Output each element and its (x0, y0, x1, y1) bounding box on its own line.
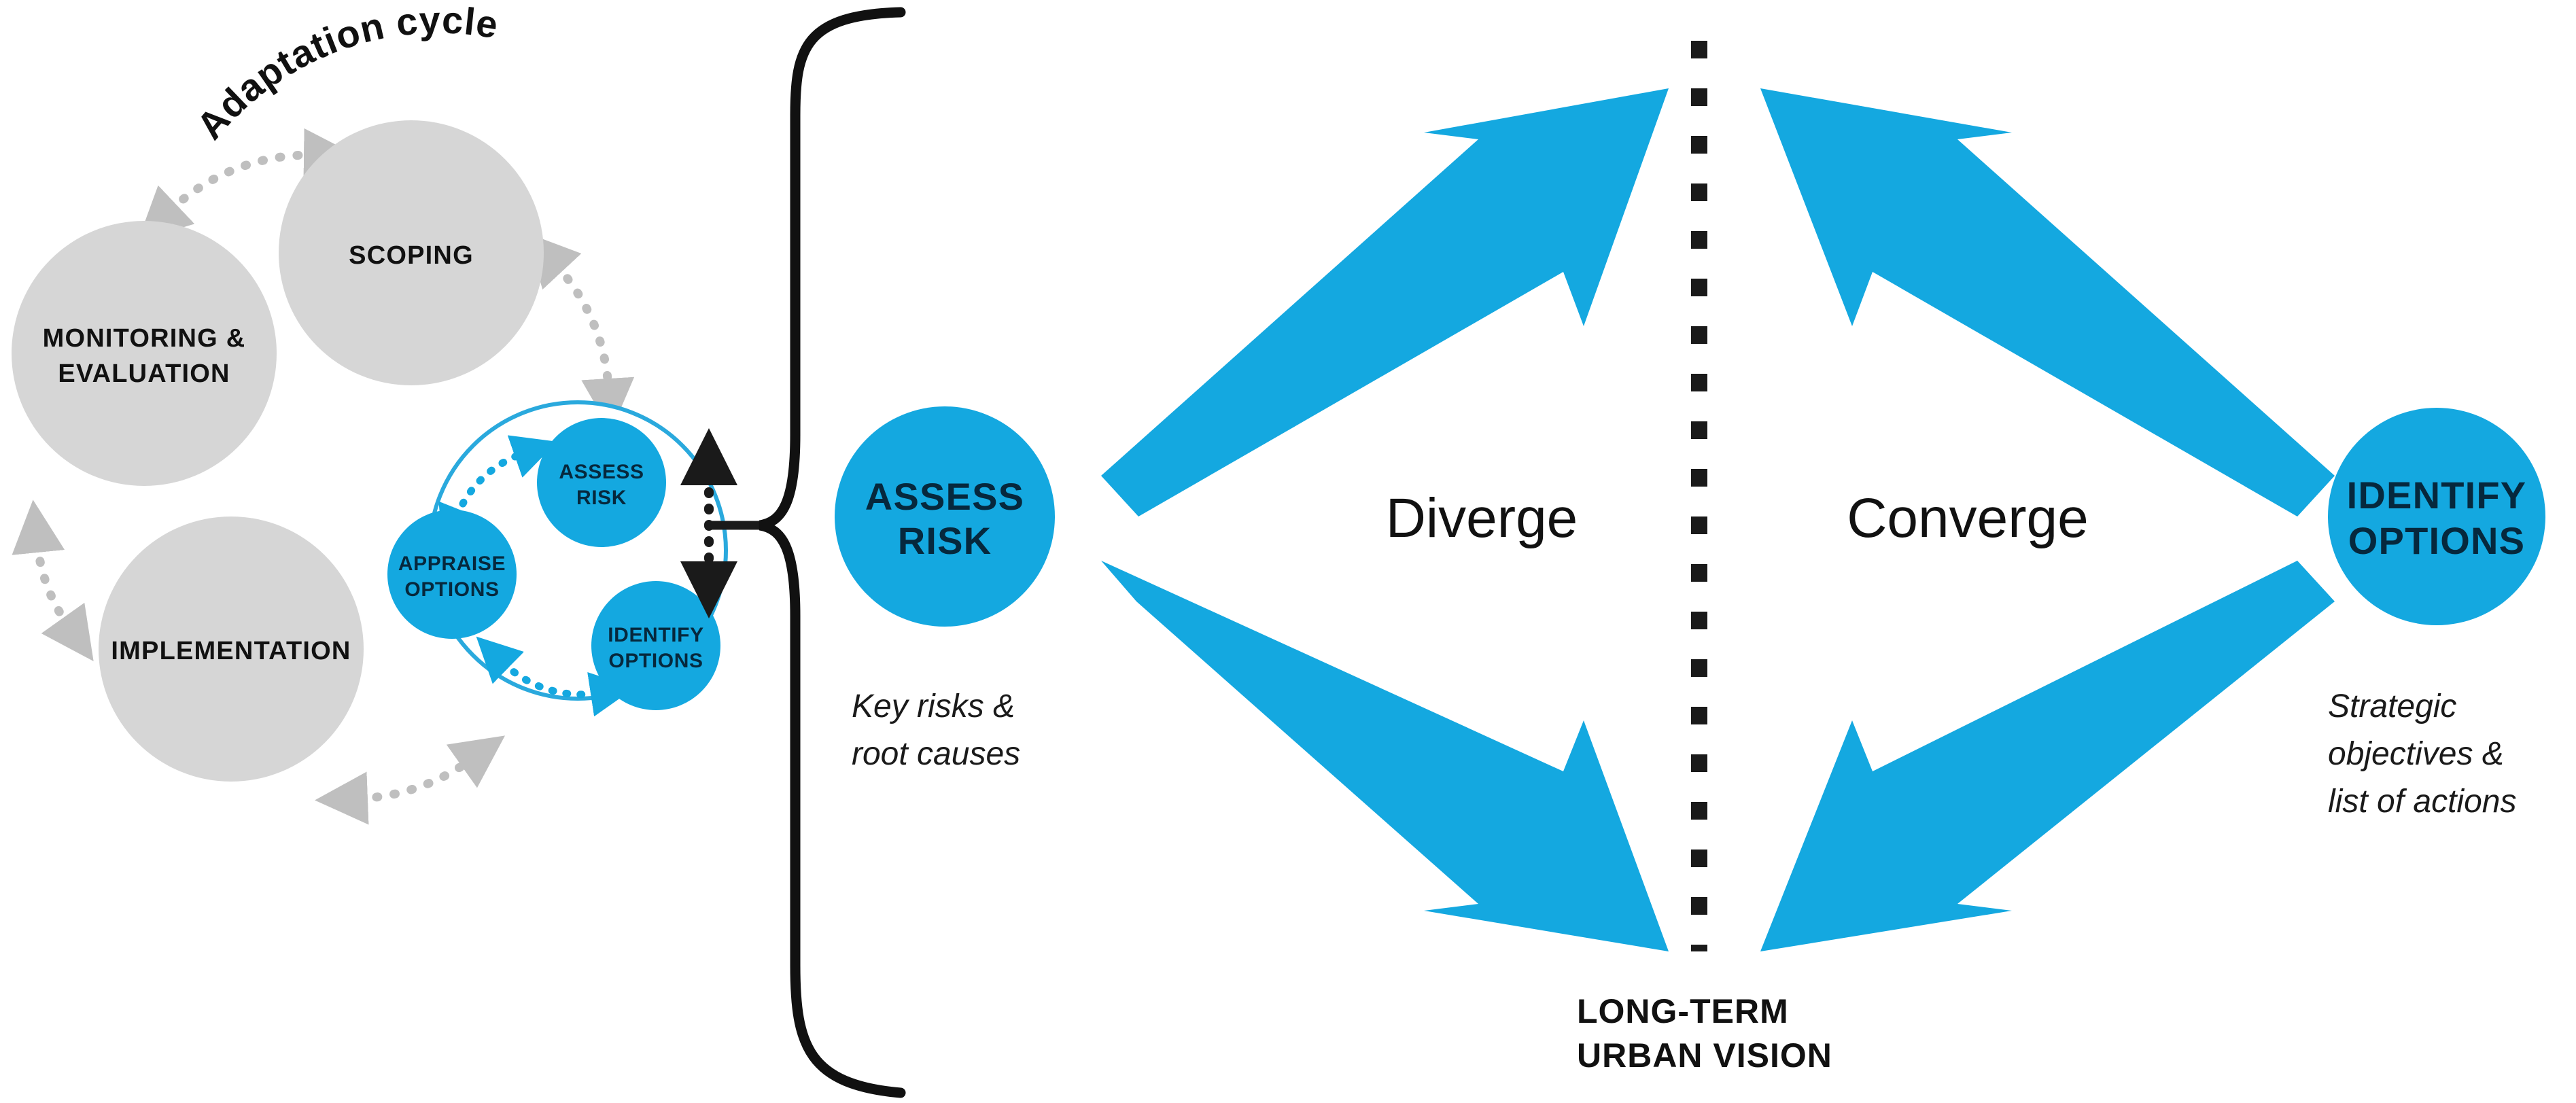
implementation-circle[interactable] (99, 517, 364, 782)
appraise-options-circle[interactable] (387, 510, 517, 639)
phase-label-diverge: Diverge (1386, 487, 1578, 549)
process-node-assess-risk[interactable]: ASSESS RISK (835, 406, 1055, 627)
identify-options-caption-line1: Strategic (2328, 688, 2456, 724)
cycle-arrow-implementation-to-inner (315, 735, 506, 825)
cycle-arrow-monitoring-to-scoping (137, 128, 357, 241)
assess-risk-label-line1: ASSESS (865, 475, 1024, 518)
appraise-options-label-line2: OPTIONS (404, 578, 499, 601)
outer-stage-scoping[interactable]: SCOPING (279, 120, 544, 385)
assess-risk-caption-line1: Key risks & (852, 688, 1015, 724)
vision-label-line2: URBAN VISION (1577, 1036, 1832, 1074)
monitoring-evaluation-label-line1: MONITORING & (43, 324, 246, 353)
inner-arrow-appraise-to-identify (476, 636, 636, 717)
identify-options-circle[interactable] (2328, 408, 2545, 625)
scoping-circle[interactable] (279, 120, 544, 385)
inner-cycle-connector-arrows (438, 435, 636, 717)
assess-risk-small-label-line2: RISK (576, 487, 627, 509)
assess-risk-small-label-line1: ASSESS (559, 461, 644, 483)
identify-options-small-label-line2: OPTIONS (608, 650, 703, 672)
inner-arrow-appraise-to-assess (438, 435, 557, 552)
identify-options-label-line1: IDENTIFY (2347, 474, 2527, 517)
inner-stage-appraise-options[interactable]: APPRAISE OPTIONS (387, 510, 517, 639)
diverge-arrow-down (1101, 561, 1669, 951)
outer-stage-monitoring-evaluation[interactable]: MONITORING & EVALUATION (12, 221, 277, 486)
appraise-options-label-line1: APPRAISE (398, 553, 506, 575)
identify-options-label-line2: OPTIONS (2348, 519, 2525, 562)
monitoring-evaluation-circle[interactable] (12, 221, 277, 486)
monitoring-evaluation-label-line2: EVALUATION (58, 360, 230, 388)
grouping-brace (759, 7, 906, 1098)
implementation-label: IMPLEMENTATION (111, 637, 351, 665)
converge-arrow-up (1760, 561, 2335, 951)
assess-risk-caption-line2: root causes (852, 736, 1020, 772)
assess-risk-circle[interactable] (835, 406, 1055, 627)
identify-options-small-label-line1: IDENTIFY (608, 624, 703, 646)
converge-arrow-down (1760, 88, 2335, 517)
inner-stage-assess-risk[interactable]: ASSESS RISK (537, 418, 666, 547)
cycle-arrow-scoping-to-inner (525, 232, 635, 432)
process-node-identify-options[interactable]: IDENTIFY OPTIONS (2328, 408, 2545, 625)
phase-label-converge: Converge (1847, 487, 2089, 549)
identify-options-caption-line2: objectives & (2328, 736, 2504, 772)
assess-risk-circle-small[interactable] (537, 418, 666, 547)
scoping-label: SCOPING (349, 241, 474, 270)
assess-risk-label-line2: RISK (898, 519, 992, 562)
outer-stage-implementation[interactable]: IMPLEMENTATION (99, 517, 364, 782)
diverge-arrow-up (1101, 88, 1669, 517)
identify-options-caption-line3: list of actions (2328, 784, 2516, 820)
cycle-connector-arrows (12, 128, 635, 825)
vision-label-line1: LONG-TERM (1577, 992, 1789, 1030)
